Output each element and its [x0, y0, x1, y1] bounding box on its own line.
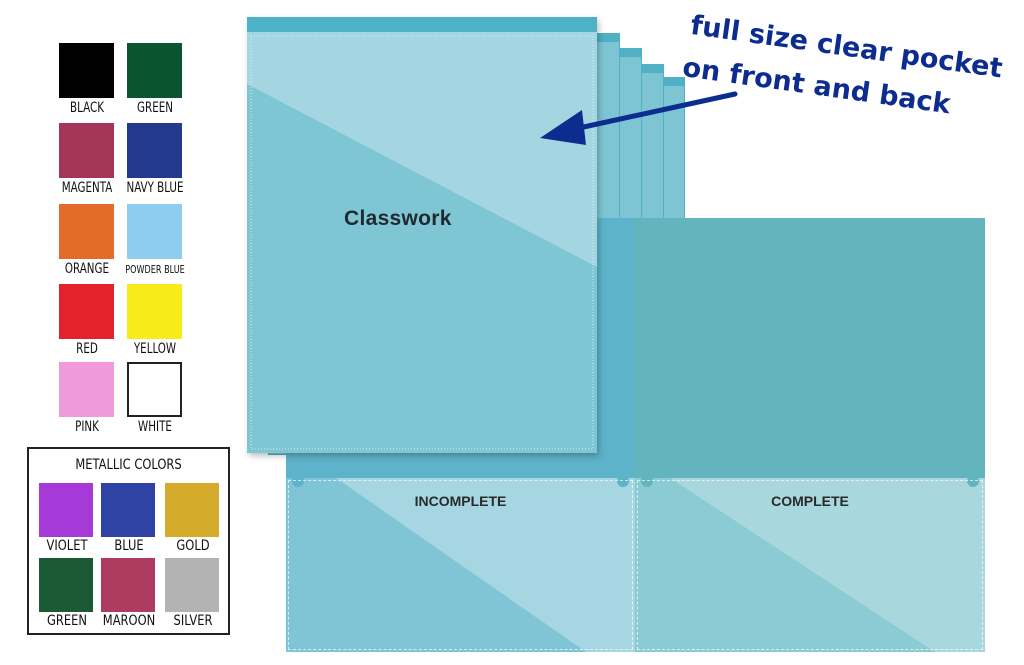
folder-front-cover[interactable]: Classwork	[247, 17, 597, 453]
swatch-box	[127, 284, 182, 339]
pocket-shine	[286, 478, 635, 652]
metallic-swatch-box	[165, 558, 219, 612]
swatch-yellow[interactable]: YELLOW	[119, 284, 191, 366]
swatch-box	[127, 362, 182, 417]
swatch-label: PINK	[75, 419, 99, 435]
right-inside-panel: COMPLETE	[635, 218, 985, 652]
metallic-swatch-green[interactable]: GREEN	[36, 558, 98, 636]
swatch-navy-blue[interactable]: NAVY BLUE	[119, 123, 191, 205]
swatch-label: NAVY BLUE	[126, 180, 184, 196]
metallic-colors-title: METALLIC COLORS	[75, 457, 182, 473]
metallic-swatch-label: GOLD	[176, 538, 210, 554]
pocket-stitching	[637, 480, 983, 650]
swatch-box	[127, 43, 182, 98]
metallic-swatch-blue[interactable]: BLUE	[98, 483, 160, 561]
cover-label: Classwork	[344, 207, 452, 230]
swatch-box	[59, 284, 114, 339]
complete-pocket-label: COMPLETE	[771, 493, 849, 509]
metallic-swatch-label: MAROON	[102, 613, 156, 629]
metallic-swatch-label: SILVER	[173, 613, 213, 629]
incomplete-pocket[interactable]: INCOMPLETE	[286, 478, 635, 652]
swatch-powder-blue[interactable]: POWDER BLUE	[119, 204, 191, 286]
swatch-orange[interactable]: ORANGE	[51, 204, 123, 286]
metallic-swatch-violet[interactable]: VIOLET	[36, 483, 98, 561]
pocket-shine	[635, 478, 985, 652]
metallic-swatch-box	[101, 558, 155, 612]
swatch-box	[59, 204, 114, 259]
metallic-swatch-box	[39, 558, 93, 612]
metallic-swatch-maroon[interactable]: MAROON	[98, 558, 160, 636]
swatch-label: POWDER BLUE	[125, 263, 185, 276]
swatch-label: WHITE	[138, 419, 172, 435]
swatch-box	[59, 123, 114, 178]
swatch-label: BLACK	[70, 100, 104, 116]
metallic-swatch-box	[101, 483, 155, 537]
metallic-swatch-box	[39, 483, 93, 537]
swatch-label: GREEN	[137, 100, 173, 116]
swatch-magenta[interactable]: MAGENTA	[51, 123, 123, 205]
front-pocket-shine	[247, 32, 597, 453]
incomplete-pocket-label: INCOMPLETE	[414, 493, 507, 509]
metallic-swatch-label: VIOLET	[46, 538, 88, 554]
swatch-box	[127, 123, 182, 178]
swatch-red[interactable]: RED	[51, 284, 123, 366]
swatch-label: RED	[76, 341, 98, 357]
swatch-label: ORANGE	[64, 261, 110, 277]
metallic-colors-panel: METALLIC COLORS VIOLET BLUE GOLD GREEN M…	[27, 447, 230, 635]
swatch-box	[127, 204, 182, 259]
swatch-box	[59, 362, 114, 417]
metallic-swatch-box	[165, 483, 219, 537]
swatch-box	[59, 43, 114, 98]
front-cover-top-strip	[247, 17, 597, 32]
swatch-black[interactable]: BLACK	[51, 43, 123, 125]
metallic-swatch-label: BLUE	[114, 538, 144, 554]
metallic-swatch-gold[interactable]: GOLD	[162, 483, 224, 561]
swatch-pink[interactable]: PINK	[51, 362, 123, 444]
front-clear-pocket: Classwork	[247, 32, 597, 453]
swatch-label: YELLOW	[133, 341, 177, 357]
annotation-arrow	[540, 91, 738, 145]
metallic-swatch-label: GREEN	[47, 613, 87, 629]
complete-pocket[interactable]: COMPLETE	[635, 478, 985, 652]
swatch-green[interactable]: GREEN	[119, 43, 191, 125]
pocket-stitching	[288, 480, 633, 650]
metallic-swatch-silver[interactable]: SILVER	[162, 558, 224, 636]
swatch-label: MAGENTA	[61, 180, 113, 196]
swatch-white[interactable]: WHITE	[119, 362, 191, 444]
